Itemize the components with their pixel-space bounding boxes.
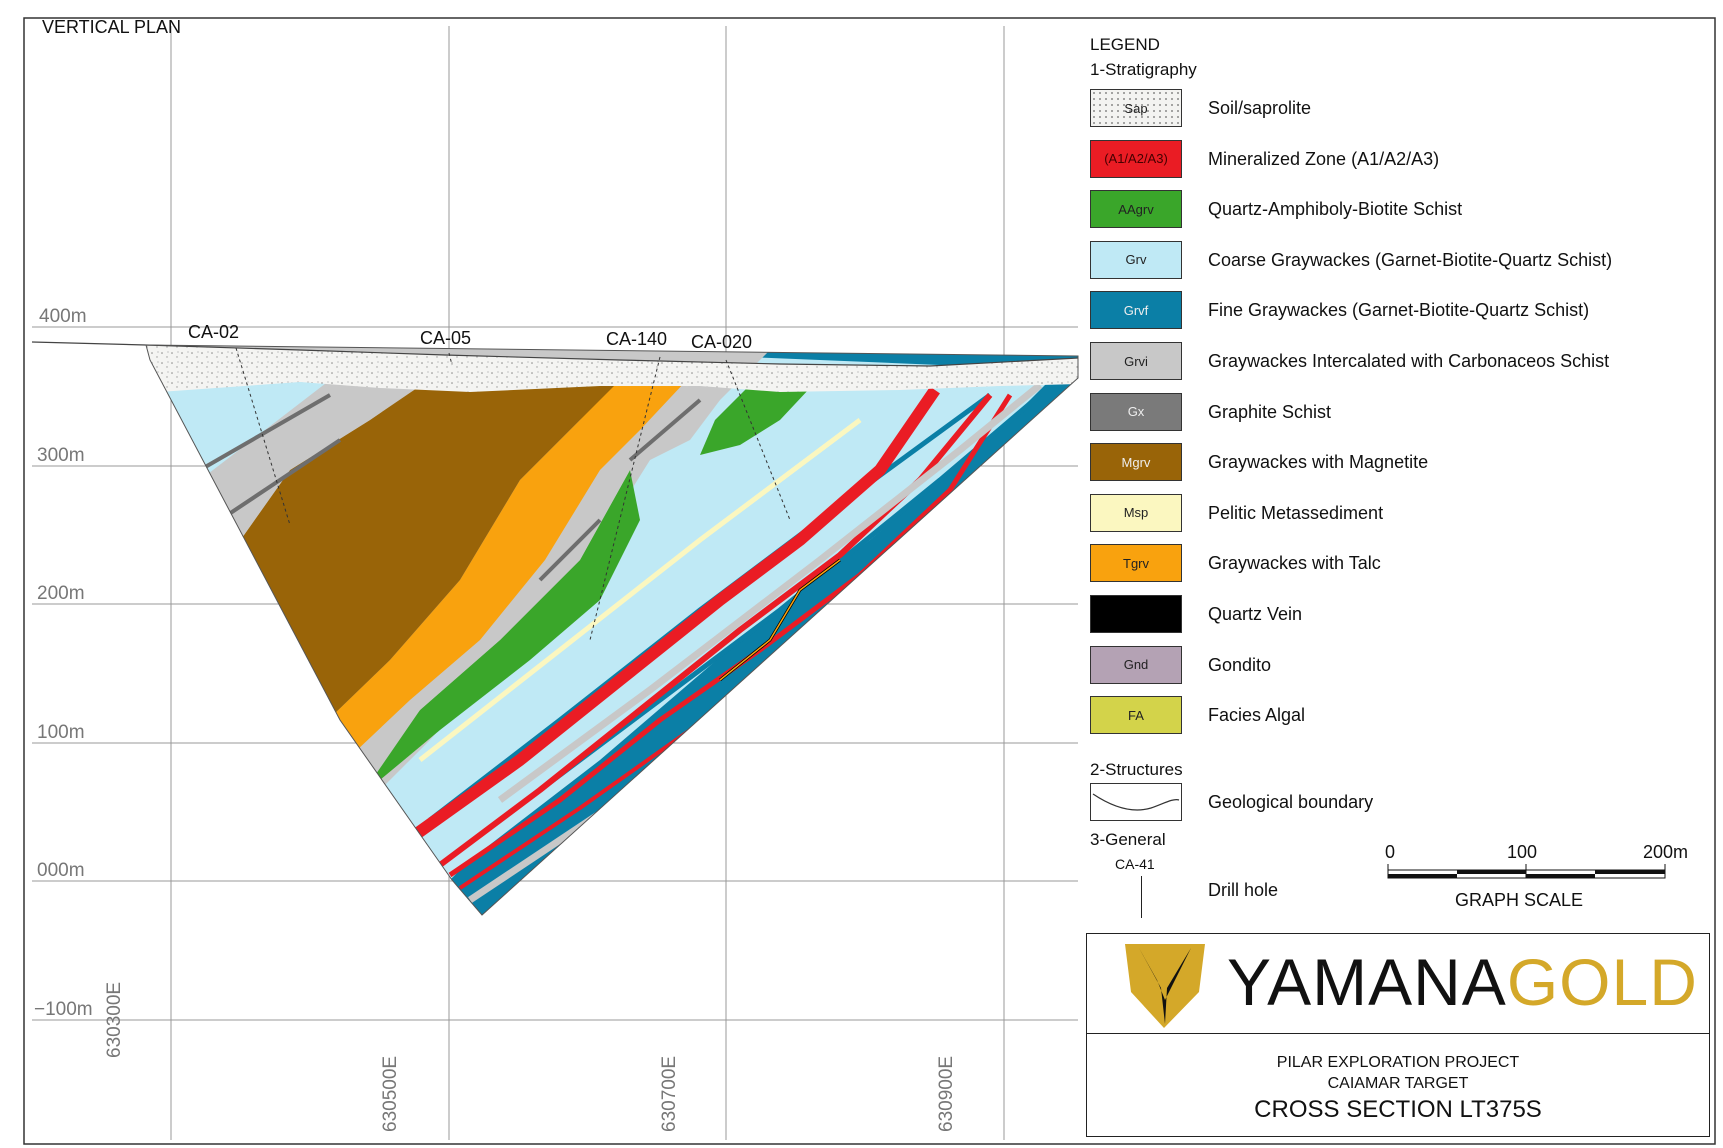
unit-aagrv: [365, 470, 640, 800]
legend-swatch: FA: [1090, 696, 1182, 735]
legend-item: Sap Soil/saprolite: [1090, 89, 1710, 129]
legend-swatch: Grvf: [1090, 291, 1182, 330]
scale-tick-200: 200m: [1643, 842, 1689, 862]
legend-label: Graywackes with Magnetite: [1208, 452, 1429, 473]
logo-row: YAMANAGOLD: [1087, 934, 1709, 1034]
legend-label: Graywackes Intercalated with Carbonaceos…: [1208, 351, 1610, 371]
drill-hole-traces: [235, 347, 791, 641]
view-label: VERTICAL PLAN: [42, 17, 182, 37]
title-block: YAMANAGOLD PILAR EXPLORATION PROJECT CAI…: [1086, 933, 1710, 1137]
scale-tick-0: 0: [1385, 842, 1396, 862]
legend-swatch: Grvi: [1090, 342, 1182, 380]
legend-swatch: Gnd: [1090, 645, 1182, 684]
graph-scale: 0 100 200m GRAPH SCALE: [1385, 842, 1689, 912]
drill-hole-legend-label: Drill hole: [1208, 880, 1279, 900]
unit-tgrv: [330, 380, 685, 752]
sheet-border: [23, 17, 1716, 1145]
legend-item: Mgrv Graywackes with Magnetite: [1090, 443, 1710, 483]
unit-mgrv: [232, 380, 620, 718]
geological-boundary-swatch: [1090, 783, 1182, 821]
elevation-label-400: 400m: [39, 306, 87, 327]
legend-structures-heading: 2-Structures: [1090, 760, 1183, 779]
geologic-cross-section: [146, 345, 1078, 915]
elevation-label-300: 300m: [37, 445, 85, 466]
target-name: CAIAMAR TARGET: [1327, 1075, 1469, 1092]
legend-swatch: Mgrv: [1090, 443, 1182, 482]
legend-item: (A1/A2/A3) Mineralized Zone (A1/A2/A3): [1090, 139, 1710, 180]
legend-label: Mineralized Zone (A1/A2/A3): [1208, 148, 1440, 169]
easting-label-630900: 630900E: [936, 1055, 957, 1132]
drill-hole-legend-symbol: [1141, 876, 1142, 918]
scale-label: GRAPH SCALE: [1455, 890, 1584, 910]
legend-item: Msp Pelitic Metassediment: [1090, 493, 1710, 534]
legend-swatch: (A1/A2/A3): [1090, 139, 1182, 178]
yamana-logo-mark: [1125, 944, 1205, 1028]
legend-label: Pelitic Metassediment: [1208, 502, 1384, 523]
project-name: PILAR EXPLORATION PROJECT: [1276, 1054, 1520, 1071]
legend-label: Coarse Graywackes (Garnet-Biotite-Quartz…: [1208, 249, 1613, 270]
legend-item: Gx Graphite Schist: [1090, 392, 1710, 433]
drill-hole-label-ca020: CA-020: [691, 332, 753, 352]
legend-stratigraphy-heading: 1-Stratigraphy: [1090, 60, 1197, 79]
unit-gx-streaks: [199, 393, 702, 582]
legend-item: FA Facies Algal: [1090, 696, 1710, 736]
legend-swatch: Sap: [1090, 89, 1182, 127]
brand-wordmark: YAMANAGOLD: [1227, 944, 1698, 1020]
legend-item: Tgrv Graywackes with Talc: [1090, 544, 1710, 584]
scale-tick-100: 100: [1507, 842, 1538, 862]
geological-boundary-label: Geological boundary: [1208, 792, 1374, 812]
unit-saprolite: [146, 345, 1078, 392]
legend-label: Soil/saprolite: [1208, 98, 1312, 118]
legend-swatch: Grv: [1090, 240, 1182, 279]
legend-swatch: AAgrv: [1090, 190, 1182, 229]
elevation-label-neg100: −100m: [34, 999, 93, 1020]
legend-item: Grvf Fine Graywackes (Garnet-Biotite-Quar…: [1090, 291, 1710, 331]
unit-grvi-left: [200, 385, 420, 552]
legend-label: Quartz-Amphiboly-Biotite Schist: [1208, 199, 1463, 220]
scale-bar: [1387, 864, 1666, 879]
legend-title: LEGEND: [1090, 35, 1160, 54]
legend-swatch: Gx: [1090, 392, 1182, 431]
brand-secondary: GOLD: [1506, 945, 1698, 1019]
legend-swatch: [1090, 595, 1182, 633]
easting-label-630700: 630700E: [659, 1055, 680, 1132]
easting-label-630500: 630500E: [380, 1055, 401, 1132]
legend-label: Graphite Schist: [1208, 401, 1332, 422]
drill-hole-label-ca02: CA-02: [188, 322, 240, 342]
drill-hole-legend-code: CA-41: [1115, 856, 1155, 872]
elevation-label-000: 000m: [37, 860, 85, 881]
topographic-surface: [31, 341, 1079, 367]
unit-grvi-mid: [340, 380, 720, 780]
elevation-label-200: 200m: [37, 583, 85, 604]
legend-label: Graywackes with Talc: [1208, 553, 1381, 574]
legend-item: Grvi Graywackes Intercalated with Carbona…: [1090, 342, 1710, 382]
legend-swatch: Msp: [1090, 493, 1182, 532]
elevation-label-100: 100m: [37, 722, 85, 743]
legend-general-heading: 3-General: [1090, 830, 1166, 849]
legend-swatch: Tgrv: [1090, 544, 1182, 583]
section-title: CROSS SECTION LT375S: [1254, 1096, 1542, 1123]
easting-label-630300: 630300E: [104, 981, 125, 1058]
legend-item-geological-boundary: Geological boundary: [1090, 783, 1710, 823]
legend-item: Gnd Gondito: [1090, 645, 1710, 686]
legend-item: Quartz Vein: [1090, 595, 1710, 635]
legend-label: Gondito: [1208, 654, 1272, 675]
legend-label: Quartz Vein: [1208, 604, 1303, 624]
brand-primary: YAMANA: [1227, 945, 1507, 1019]
legend-item: AAgrv Quartz-Amphiboly-Biotite Schist: [1090, 190, 1710, 230]
unit-aagrv-top: [700, 375, 810, 455]
drill-hole-label-ca140: CA-140: [606, 329, 668, 349]
drill-hole-label-ca05: CA-05: [420, 328, 472, 348]
legend-item: Grv Coarse Graywackes (Garnet-Biotite-Qua…: [1090, 240, 1710, 281]
legend-label: Fine Graywackes (Garnet-Biotite-Quartz S…: [1208, 300, 1590, 321]
section-outline: [145, 344, 1079, 916]
legend-label: Facies Algal: [1208, 705, 1306, 726]
